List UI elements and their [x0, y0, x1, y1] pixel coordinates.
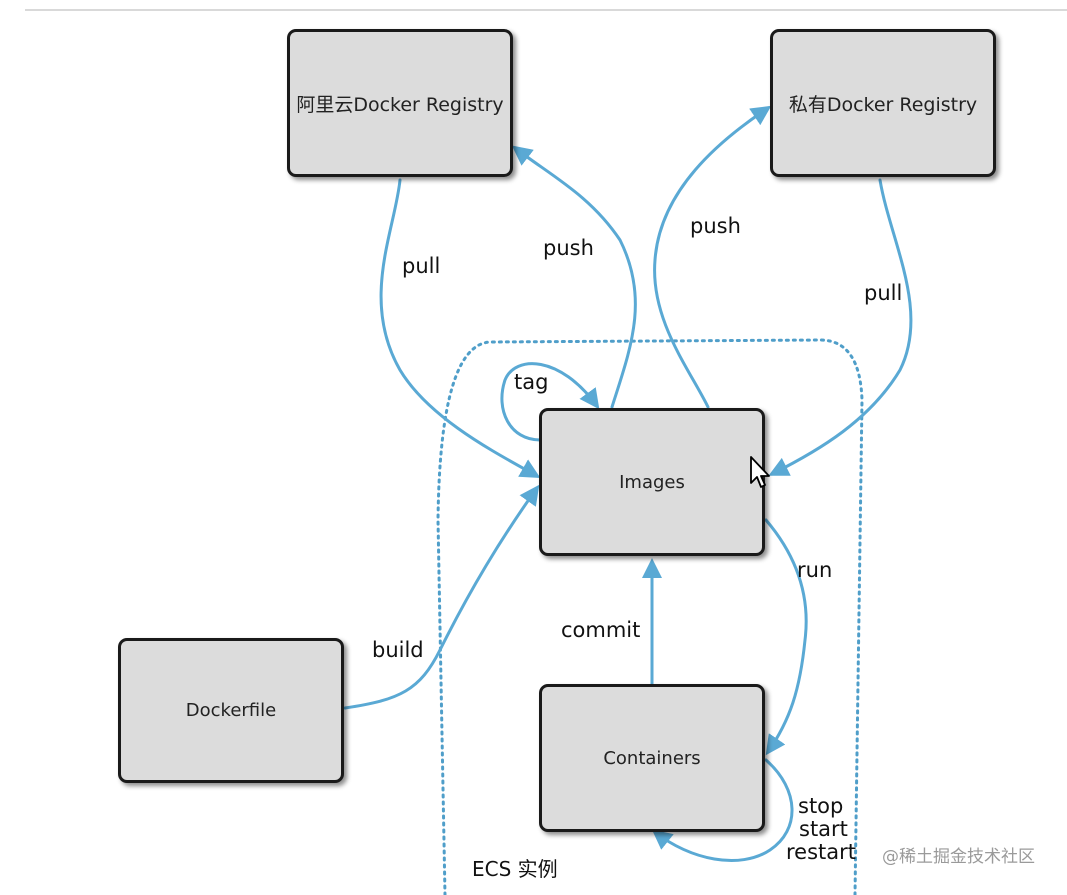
images-box: Images	[539, 408, 765, 556]
pull-left-label: pull	[402, 254, 441, 278]
dockerfile-label: Dockerfile	[185, 700, 277, 721]
tag-arrow	[500, 362, 600, 442]
push-right-arrow	[653, 105, 772, 409]
ecs-group-border	[436, 338, 864, 895]
containers-label: Containers	[603, 747, 701, 769]
pull-left-arrow	[379, 178, 541, 478]
containers-box: Containers	[539, 684, 765, 832]
commit-label: commit	[561, 618, 641, 642]
private-registry-box: 私有Docker Registry	[770, 29, 996, 177]
restart-label: restart	[786, 840, 857, 864]
ecs-group-label: ECS 实例	[472, 857, 558, 881]
build-arrow	[343, 484, 540, 710]
aliyun-registry-label: 阿里云Docker Registry	[296, 93, 504, 116]
top-divider	[25, 9, 1067, 11]
mouse-cursor-icon	[750, 456, 770, 488]
dockerfile-box: Dockerfile	[118, 638, 344, 783]
pull-right-label: pull	[864, 281, 903, 305]
watermark: @稀土掘金技术社区	[882, 847, 1035, 867]
start-label: start	[799, 817, 848, 841]
push-right-label: push	[690, 214, 741, 238]
stop-label: stop	[798, 794, 844, 818]
lifecycle-arrow	[651, 758, 794, 862]
push-left-arrow	[511, 145, 637, 409]
tag-label: tag	[514, 370, 549, 394]
aliyun-registry-box: 阿里云Docker Registry	[287, 29, 513, 177]
pull-right-arrow	[768, 178, 913, 476]
push-left-label: push	[543, 236, 594, 260]
private-registry-label: 私有Docker Registry	[788, 93, 978, 116]
run-label: run	[797, 558, 833, 582]
images-label: Images	[619, 471, 685, 493]
build-label: build	[372, 638, 424, 662]
run-arrow	[764, 518, 808, 756]
